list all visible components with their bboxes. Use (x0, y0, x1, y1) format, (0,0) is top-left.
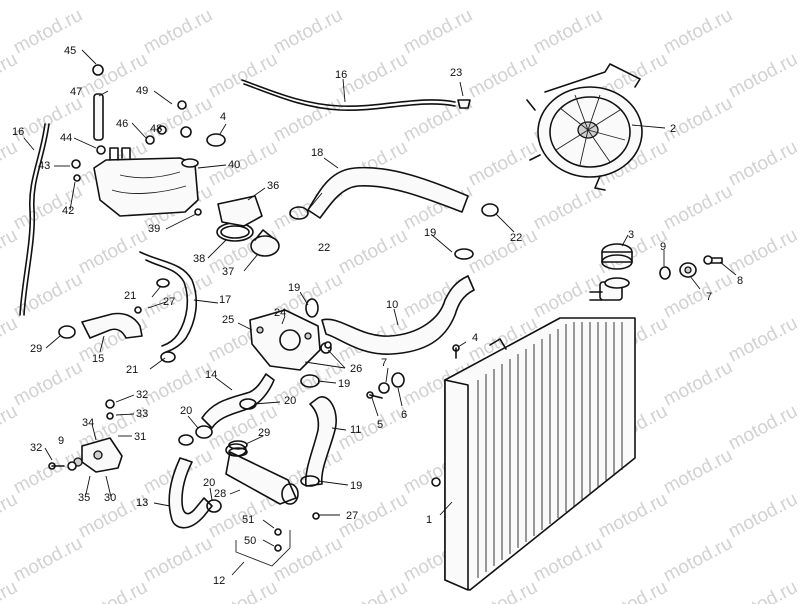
callout-31: 31 (134, 431, 146, 443)
callout-7a: 7 (381, 357, 387, 369)
callout-29a: 29 (258, 427, 270, 439)
water-pipe-15 (81, 312, 143, 339)
radiator-fins (477, 322, 623, 578)
callout-8: 8 (737, 275, 743, 287)
callout-19a: 19 (424, 227, 436, 239)
callout-36: 36 (267, 180, 279, 192)
coolant-reservoir (93, 147, 199, 217)
callout-labels: 1 2 3 4 4 5 6 7 7 8 9 9 10 11 12 13 14 1… (12, 45, 743, 587)
callout-9a: 9 (660, 241, 666, 253)
bolt-8 (703, 255, 723, 265)
upper-hose (307, 166, 469, 219)
callout-20c: 20 (203, 477, 215, 489)
callout-21a: 21 (124, 290, 136, 302)
small-fasteners (48, 64, 460, 552)
callout-20b: 20 (180, 405, 192, 417)
grommet (659, 262, 697, 280)
callout-24: 24 (274, 307, 286, 319)
pipe-assembly-12 (225, 443, 299, 567)
callout-4: 4 (472, 332, 478, 344)
hose-17 (139, 251, 198, 353)
callout-17: 17 (219, 294, 231, 306)
callout-40: 40 (228, 159, 240, 171)
radiator-cap (601, 243, 633, 270)
callout-18: 18 (311, 147, 323, 159)
cap-23 (457, 99, 471, 109)
callout-32a: 32 (136, 389, 148, 401)
callout-22a: 22 (318, 242, 330, 254)
callout-48: 48 (150, 123, 162, 135)
callout-26: 26 (350, 363, 362, 375)
hose-13 (168, 457, 213, 529)
callout-30: 30 (104, 492, 116, 504)
callout-13: 13 (136, 497, 148, 509)
callout-45: 45 (64, 45, 76, 57)
callout-32b: 32 (30, 442, 42, 454)
callout-15: 15 (92, 353, 104, 365)
callout-3: 3 (628, 229, 634, 241)
callout-33: 33 (136, 408, 148, 420)
callout-2: 2 (670, 123, 676, 135)
callout-4b: 4 (220, 111, 226, 123)
callout-27a: 27 (163, 296, 175, 308)
callout-9b: 9 (58, 435, 64, 447)
callout-16b: 16 (12, 126, 24, 138)
breather-hose-left (19, 123, 46, 316)
radiator (431, 277, 636, 591)
callout-27b: 27 (346, 510, 358, 522)
hose-47 (93, 93, 104, 141)
callout-11: 11 (350, 424, 361, 436)
callout-20a: 20 (284, 395, 296, 407)
hose-14 (201, 373, 275, 429)
callout-37: 37 (222, 266, 234, 278)
callout-6: 6 (401, 409, 407, 421)
callout-7b: 7 (706, 291, 712, 303)
callout-22b: 22 (510, 232, 522, 244)
callout-34: 34 (82, 417, 94, 429)
bracket-30 (73, 437, 123, 473)
callout-19c: 19 (338, 378, 350, 390)
callout-39: 39 (148, 223, 160, 235)
callout-16a: 16 (335, 69, 347, 81)
leader-lines (23, 49, 737, 576)
callout-25: 25 (222, 314, 234, 326)
callout-14: 14 (205, 369, 217, 381)
callout-19d: 19 (350, 480, 362, 492)
callout-47: 47 (70, 86, 82, 98)
thermostat-housing (249, 309, 321, 371)
callout-35: 35 (78, 492, 90, 504)
hose-11 (304, 396, 337, 487)
breather-hose-top (241, 79, 456, 107)
callout-50: 50 (244, 535, 256, 547)
callout-44: 44 (60, 132, 72, 144)
callout-5: 5 (377, 419, 383, 431)
radiator-hose-10 (321, 275, 475, 355)
thermostat-parts (216, 195, 280, 257)
callout-28: 28 (214, 488, 226, 500)
callout-12: 12 (213, 575, 225, 587)
callout-46: 46 (116, 118, 128, 130)
callout-19b: 19 (288, 282, 300, 294)
callout-43: 43 (38, 160, 50, 172)
callout-38: 38 (193, 253, 205, 265)
callout-49: 49 (136, 85, 148, 97)
callout-51: 51 (242, 514, 254, 526)
callout-23: 23 (450, 67, 462, 79)
callout-10: 10 (386, 299, 398, 311)
callout-29b: 29 (30, 343, 42, 355)
callout-1: 1 (426, 514, 432, 526)
cooling-fan (526, 63, 643, 191)
callout-21b: 21 (126, 364, 138, 376)
callout-42: 42 (62, 205, 74, 217)
